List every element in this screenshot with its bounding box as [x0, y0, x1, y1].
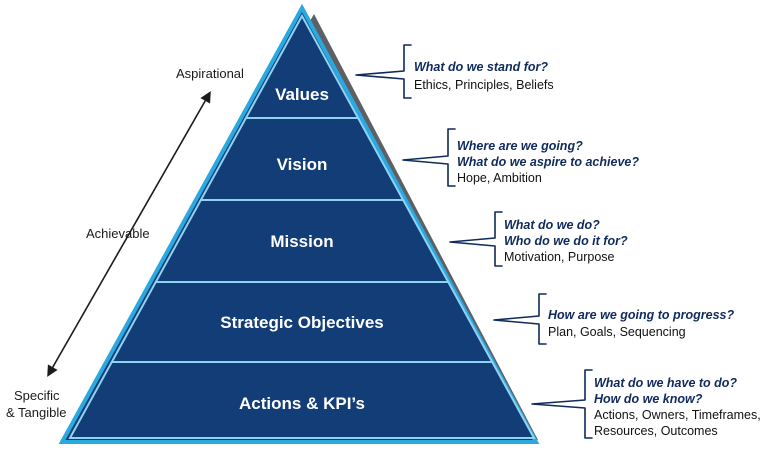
axis-label-tangible: & Tangible [6, 405, 66, 420]
brace-vision [402, 128, 456, 187]
note-values-detail-1: Ethics, Principles, Beliefs [414, 78, 554, 92]
note-actions-question-2: How do we know? [594, 392, 703, 406]
note-mission-detail-1: Motivation, Purpose [504, 250, 615, 264]
axis-label-aspirational: Aspirational [176, 66, 244, 81]
brace-mission [449, 211, 503, 267]
brace-values [355, 44, 412, 99]
note-values-question-1: What do we stand for? [414, 60, 548, 74]
axis-arrow-line [47, 91, 211, 377]
tier-actions-kpis [68, 361, 536, 439]
axis-label-achievable: Achievable [86, 226, 150, 241]
note-actions-detail-2: Resources, Outcomes [594, 424, 718, 438]
note-actions-question-1: What do we have to do? [594, 376, 737, 390]
brace-strategic-objectives [493, 293, 547, 345]
note-mission-question-2: Who do we do it for? [504, 234, 628, 248]
axis-label-specific: Specific [14, 388, 60, 403]
note-strategic-question-1: How are we going to progress? [548, 308, 734, 322]
note-actions-detail-1: Actions, Owners, Timeframes, [594, 408, 761, 422]
tier-label-vision: Vision [277, 155, 328, 174]
tier-label-values: Values [275, 85, 329, 104]
pyramid-tiers [68, 13, 536, 439]
tier-label-mission: Mission [270, 232, 333, 251]
brace-actions-kpis [531, 369, 593, 439]
note-strategic-detail-1: Plan, Goals, Sequencing [548, 325, 686, 339]
tier-label-actions-kpis: Actions & KPI’s [239, 394, 365, 413]
note-vision-detail-1: Hope, Ambition [457, 171, 542, 185]
note-vision-question-2: What do we aspire to achieve? [457, 155, 639, 169]
note-vision-question-1: Where are we going? [457, 139, 583, 153]
note-mission-question-1: What do we do? [504, 218, 600, 232]
tier-label-strategic-objectives: Strategic Objectives [220, 313, 383, 332]
